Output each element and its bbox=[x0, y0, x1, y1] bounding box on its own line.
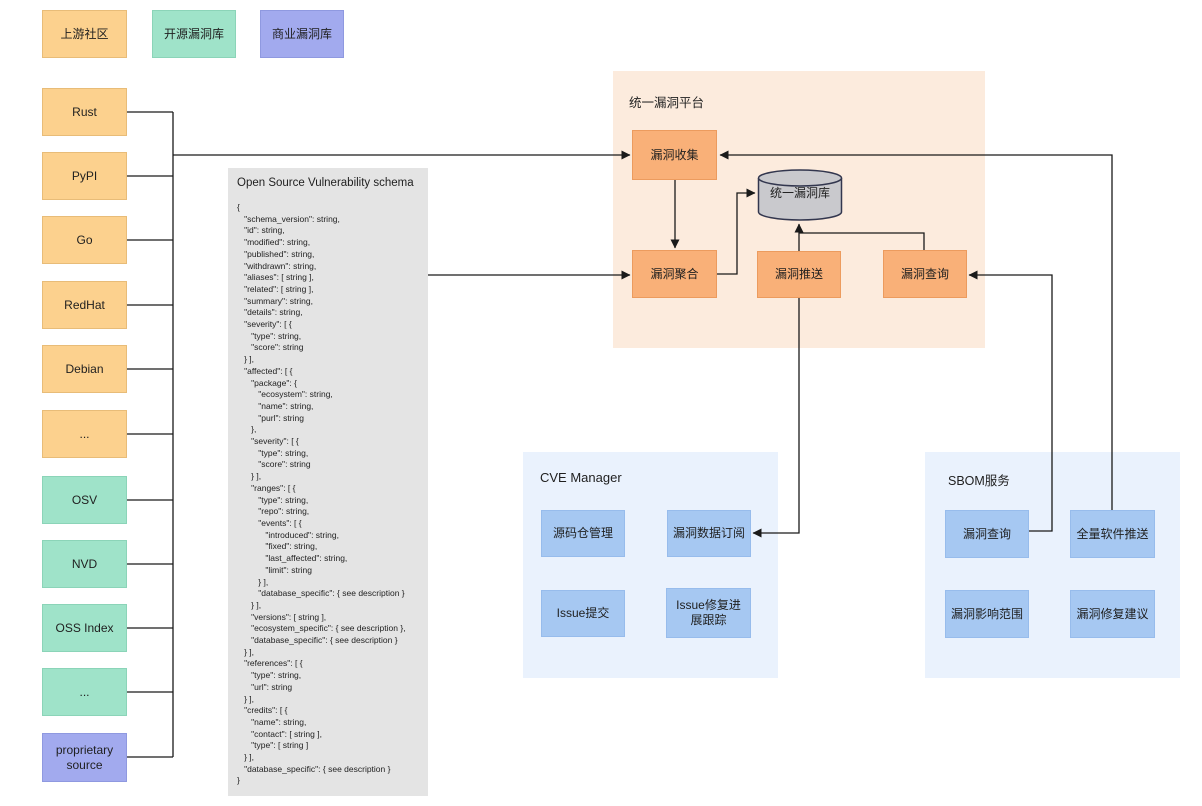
legend-commercial-db: 商业漏洞库 bbox=[260, 10, 344, 58]
legend-label: 商业漏洞库 bbox=[271, 26, 332, 41]
vuln-push-box: 漏洞推送 bbox=[757, 251, 841, 298]
source-label: OSV bbox=[71, 492, 98, 507]
repo-mgmt-label: 源码仓管理 bbox=[552, 526, 613, 540]
source-bus-line bbox=[127, 111, 174, 758]
source-label: Rust bbox=[72, 104, 97, 119]
source-label: Debian bbox=[65, 361, 104, 376]
source-node-go: Go bbox=[42, 216, 127, 264]
source-label: ... bbox=[79, 426, 90, 441]
source-label: ... bbox=[79, 684, 90, 699]
issue-track-box: Issue修复进展跟踪 bbox=[666, 588, 751, 638]
osv-schema-box: Open Source Vulnerability schema { "sche… bbox=[228, 168, 428, 796]
source-label: RedHat bbox=[64, 297, 105, 312]
vuln-impact-scope-box: 漏洞影响范围 bbox=[945, 590, 1029, 638]
vuln-query-box: 漏洞查询 bbox=[883, 250, 967, 298]
source-label: OSS Index bbox=[55, 620, 114, 635]
sbom-vuln-query-box: 漏洞查询 bbox=[945, 510, 1029, 558]
vuln-aggregate-label: 漏洞聚合 bbox=[650, 266, 699, 281]
source-node-more-opendb: ... bbox=[42, 668, 127, 716]
vuln-data-subscribe-label: 漏洞数据订阅 bbox=[672, 526, 745, 540]
vuln-data-subscribe-box: 漏洞数据订阅 bbox=[667, 510, 751, 557]
source-node-nvd: NVD bbox=[42, 540, 127, 588]
unified-platform-title: 统一漏洞平台 bbox=[629, 96, 705, 110]
source-node-osv: OSV bbox=[42, 476, 127, 524]
vuln-collect-box: 漏洞收集 bbox=[632, 130, 717, 180]
vuln-query-label: 漏洞查询 bbox=[900, 266, 949, 281]
source-node-proprietary: proprietary source bbox=[42, 733, 127, 782]
cve-manager-title: CVE Manager bbox=[540, 470, 622, 485]
unified-vuln-db-label: 统一漏洞库 bbox=[769, 186, 830, 200]
vuln-collect-label: 漏洞收集 bbox=[650, 147, 699, 162]
source-node-debian: Debian bbox=[42, 345, 127, 393]
legend-label: 开源漏洞库 bbox=[163, 26, 224, 41]
source-label: Go bbox=[76, 232, 93, 247]
vuln-push-label: 漏洞推送 bbox=[774, 267, 823, 281]
source-label: NVD bbox=[71, 556, 98, 571]
issue-submit-box: Issue提交 bbox=[541, 590, 625, 637]
unified-vuln-db-cylinder: 统一漏洞库 bbox=[757, 168, 843, 222]
legend-upstream-community: 上游社区 bbox=[42, 10, 127, 58]
source-label: PyPI bbox=[71, 168, 98, 183]
full-software-push-box: 全量软件推送 bbox=[1070, 510, 1155, 558]
sbom-vuln-query-label: 漏洞查询 bbox=[962, 526, 1011, 541]
cve-manager-panel bbox=[523, 452, 778, 678]
issue-track-label: Issue修复进展跟踪 bbox=[676, 598, 741, 627]
repo-mgmt-box: 源码仓管理 bbox=[541, 510, 625, 557]
vuln-fix-advice-label: 漏洞修复建议 bbox=[1076, 606, 1149, 621]
legend-open-source-db: 开源漏洞库 bbox=[152, 10, 236, 58]
vuln-aggregate-box: 漏洞聚合 bbox=[632, 250, 717, 298]
issue-submit-label: Issue提交 bbox=[556, 606, 610, 620]
vuln-impact-scope-label: 漏洞影响范围 bbox=[950, 606, 1023, 621]
osv-schema-title: Open Source Vulnerability schema bbox=[237, 177, 414, 189]
source-node-oss-index: OSS Index bbox=[42, 604, 127, 652]
source-node-pypi: PyPI bbox=[42, 152, 127, 200]
source-node-more-upstream: ... bbox=[42, 410, 127, 458]
source-node-redhat: RedHat bbox=[42, 281, 127, 329]
sbom-service-title: SBOM服务 bbox=[948, 474, 1010, 488]
vuln-fix-advice-box: 漏洞修复建议 bbox=[1070, 590, 1155, 638]
source-label: proprietary source bbox=[55, 742, 114, 772]
full-software-push-label: 全量软件推送 bbox=[1076, 526, 1149, 541]
osv-schema-code: { "schema_version": string, "id": string… bbox=[237, 202, 406, 786]
legend-label: 上游社区 bbox=[60, 26, 109, 41]
source-node-rust: Rust bbox=[42, 88, 127, 136]
